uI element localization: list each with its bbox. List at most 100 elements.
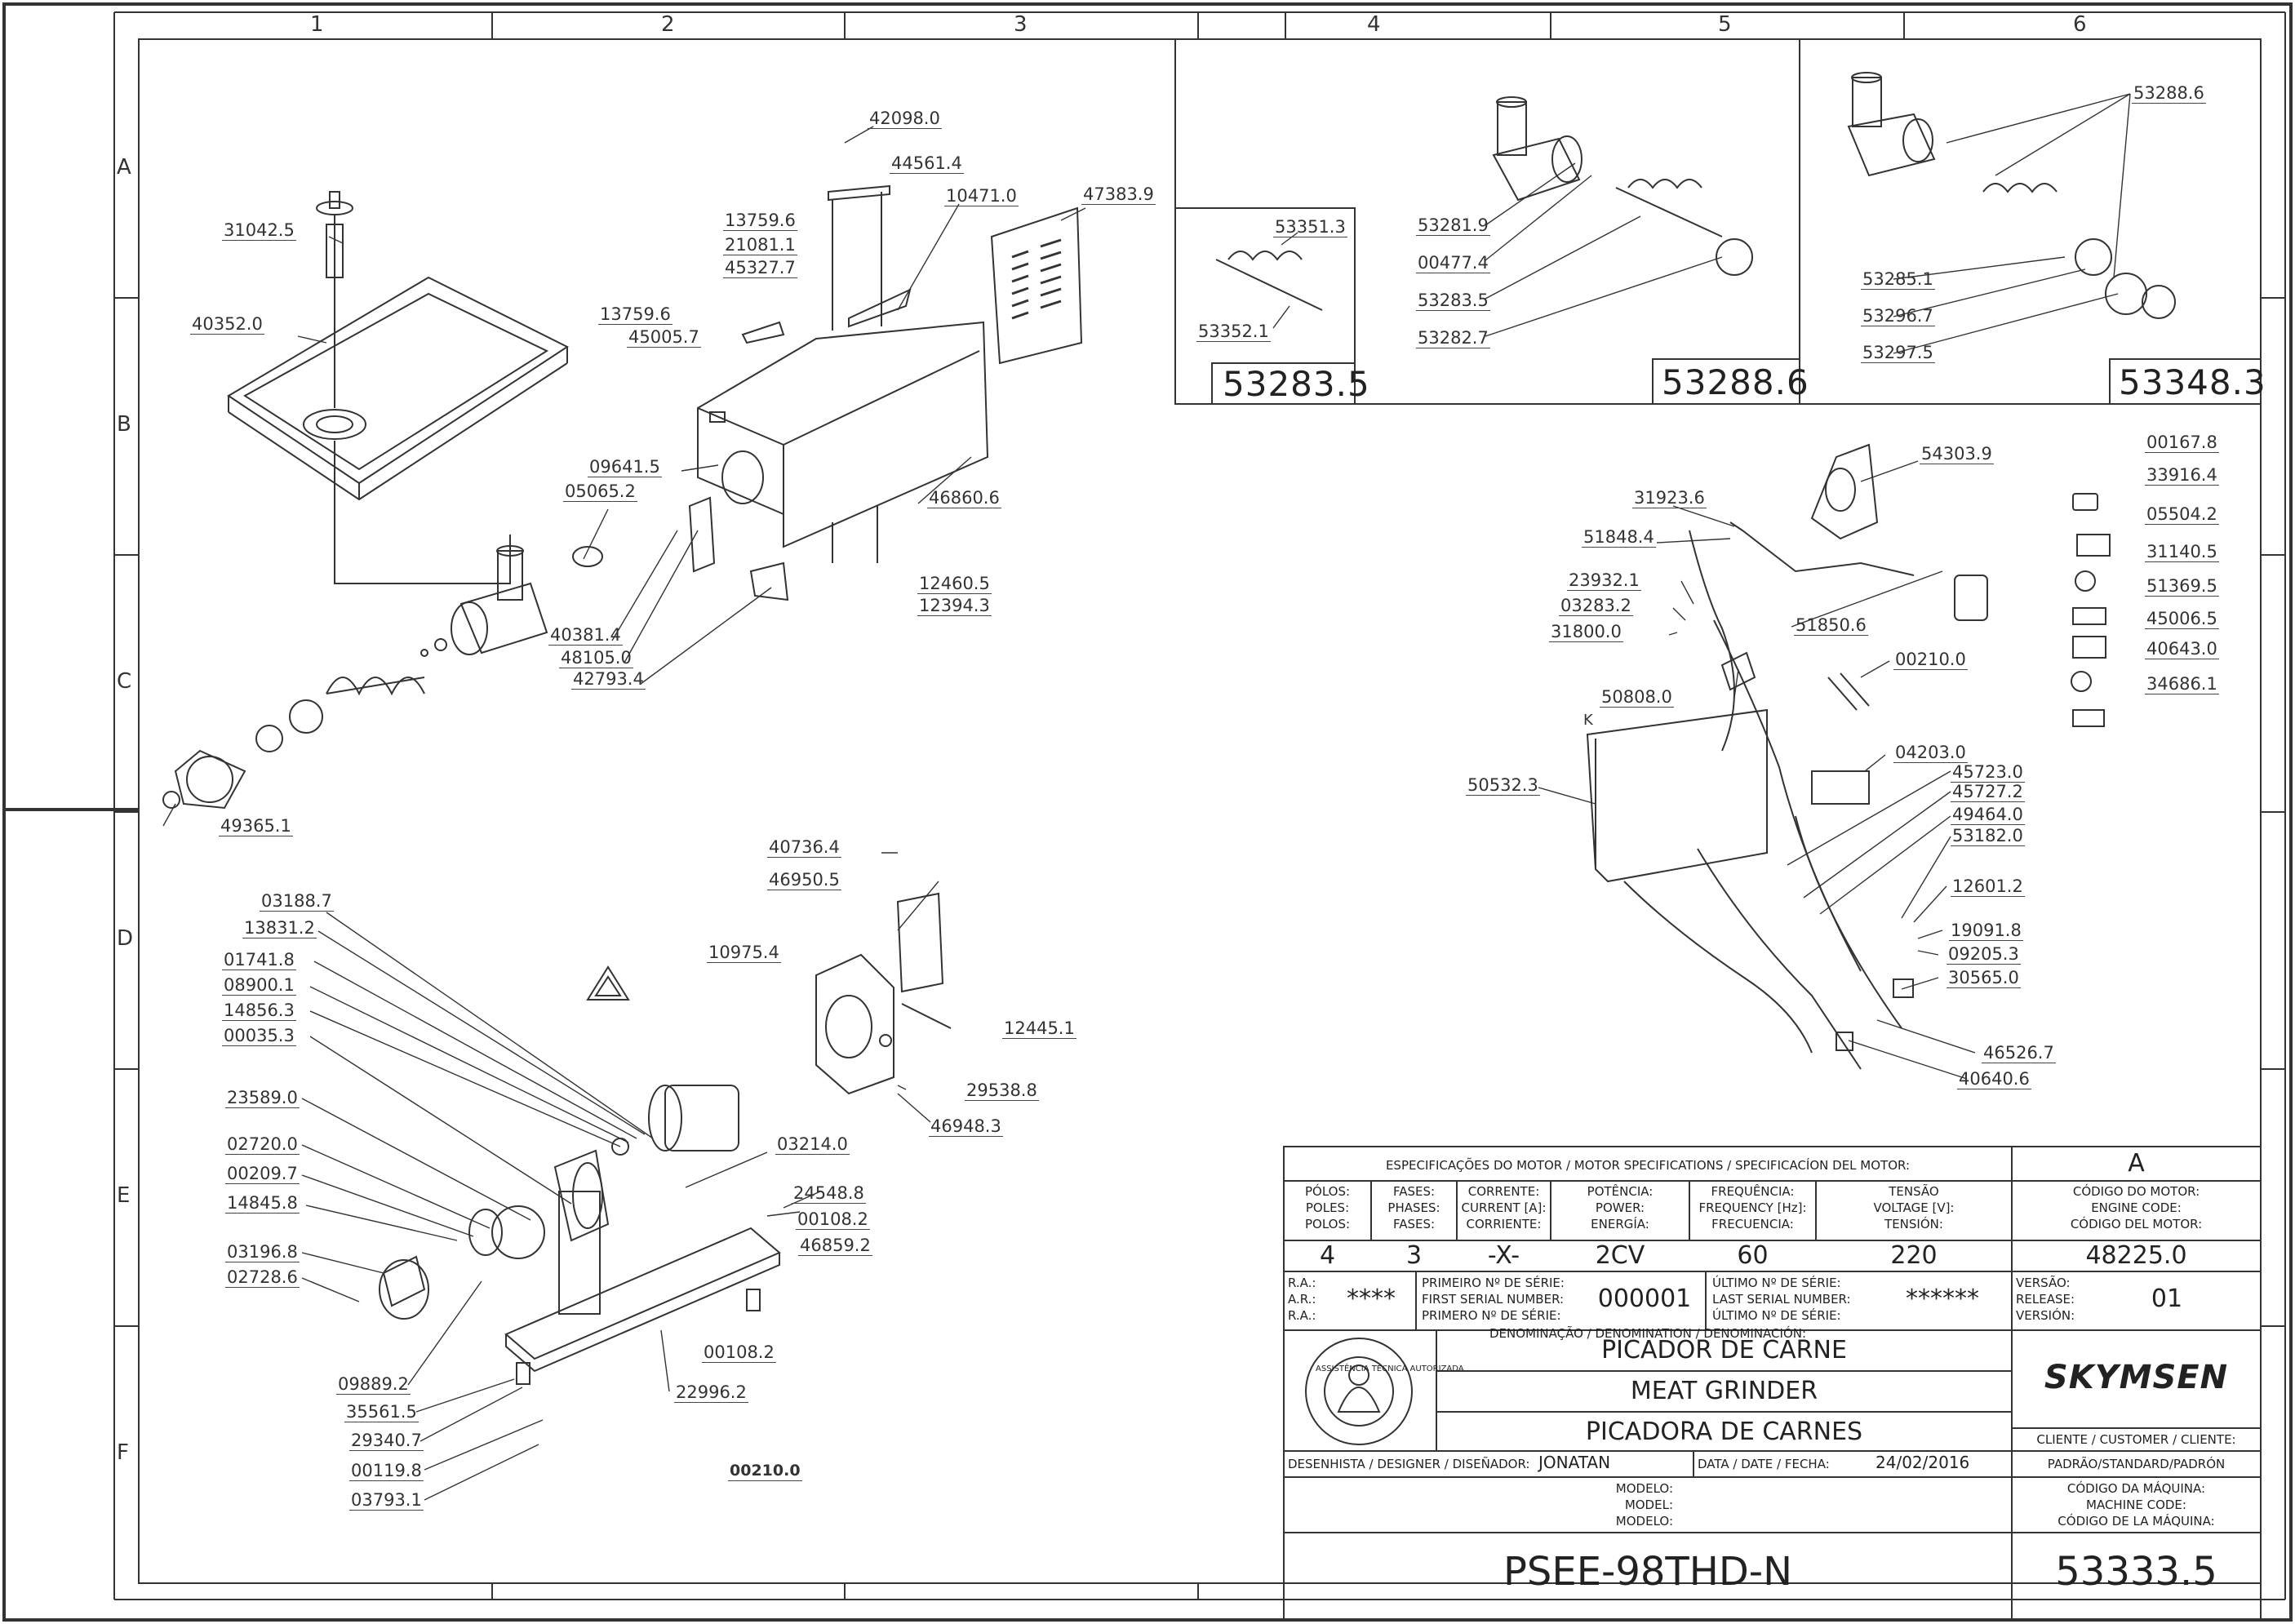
grid-row-d: D [117, 926, 134, 951]
part-label: 53296.7 [1861, 306, 1935, 326]
motor-spec-header: ESPECIFICAÇÕES DO MOTOR / MOTOR SPECIFIC… [1385, 1158, 1911, 1173]
engine-code-value: 48225.0 [2085, 1241, 2187, 1270]
part-label: 42098.0 [868, 109, 942, 129]
grid-row-f: F [117, 1440, 129, 1465]
part-label: 53285.1 [1861, 269, 1935, 290]
part-label: 09205.3 [1947, 944, 2021, 965]
part-label: 01741.8 [222, 950, 296, 970]
poles-header: PÓLOS:POLES:POLOS: [1304, 1184, 1351, 1231]
part-label: 02728.6 [225, 1267, 300, 1288]
authorized-service-seal: ASSISTÊNCIA TÉCNICA AUTORIZADA [1316, 1364, 1464, 1373]
part-label: 51850.6 [1794, 615, 1868, 636]
part-label: 40381.4 [548, 625, 623, 646]
last-serial-value: ****** [1906, 1285, 1979, 1313]
part-label: 47383.9 [1081, 184, 1156, 205]
part-label: 45005.7 [627, 327, 701, 348]
part-label: 51369.5 [2145, 576, 2219, 597]
grid-col-1: 1 [310, 12, 324, 37]
part-label: 42793.4 [571, 669, 646, 690]
revision-letter: A [2128, 1149, 2145, 1178]
housing-body [688, 184, 989, 601]
part-label: 10471.0 [944, 186, 1019, 206]
client-value: PADRÃO/STANDARD/PADRÓN [2047, 1457, 2226, 1471]
part-label: 53281.9 [1416, 215, 1490, 236]
part-label: 22996.2 [674, 1382, 748, 1403]
part-label: 53352.1 [1196, 322, 1271, 342]
part-label: 10975.4 [707, 943, 781, 963]
part-label: 03793.1 [349, 1490, 424, 1511]
part-label: 12394.3 [917, 596, 992, 616]
product-name-en: MEAT GRINDER [1630, 1377, 1818, 1405]
part-label: 12445.1 [1002, 1018, 1076, 1039]
part-label: 00210.0 [1893, 650, 1968, 670]
part-label: 31800.0 [1549, 622, 1623, 642]
part-label: 05504.2 [2145, 504, 2219, 525]
part-label: 35561.5 [344, 1402, 419, 1422]
part-label: 09889.2 [336, 1374, 411, 1395]
ra-value: **** [1347, 1285, 1396, 1313]
designer-value: JONATAN [1538, 1453, 1611, 1472]
part-label: 40643.0 [2145, 639, 2219, 659]
machine-code-value: 53333.5 [2055, 1549, 2217, 1595]
denomination-header: DENOMINAÇÃO / DENOMINATION / DENOMINACIÓ… [1489, 1326, 1807, 1341]
part-label: 45727.2 [1951, 782, 2025, 802]
part-label: 53182.0 [1951, 826, 2025, 846]
part-label: 30565.0 [1947, 968, 2021, 988]
first-serial-value: 000001 [1597, 1285, 1692, 1313]
part-label: 50532.3 [1466, 775, 1540, 796]
part-label: 48105.0 [559, 648, 633, 668]
part-label: 34686.1 [2145, 674, 2219, 694]
product-name-pt: PICADOR DE CARNE [1601, 1336, 1847, 1364]
part-label: 50808.0 [1600, 687, 1674, 708]
part-label: 00477.4 [1416, 253, 1490, 273]
part-label: 24548.8 [792, 1183, 866, 1204]
part-label: 31042.5 [222, 220, 296, 241]
part-label: 31140.5 [2145, 542, 2219, 562]
part-label: 13759.6 [598, 304, 673, 325]
grid-row-b: B [117, 412, 131, 437]
designer-label: DESENHISTA / DESIGNER / DISEÑADOR: [1288, 1457, 1530, 1471]
ra-labels: R.A.:A.R.:R.A.: [1288, 1276, 1316, 1323]
part-label: 53288.6 [2132, 83, 2206, 104]
part-label: 49464.0 [1951, 805, 2025, 825]
date-label: DATA / DATE / FECHA: [1698, 1457, 1830, 1471]
title-block-grid [1283, 1146, 2262, 1621]
detail-parts [1215, 72, 2176, 319]
part-label: 31923.6 [1632, 488, 1707, 508]
leader-lines [162, 93, 2131, 1501]
part-label: 00119.8 [349, 1461, 424, 1481]
version-labels: VERSÃO:RELEASE:VERSIÓN: [2016, 1276, 2075, 1323]
part-label: 02720.0 [225, 1134, 300, 1155]
client-header: CLIENTE / CUSTOMER / CLIENTE: [2036, 1432, 2236, 1447]
poles-value: 4 [1319, 1241, 1336, 1270]
detail-code: 53283.5 [1223, 364, 1370, 404]
part-label: 53297.5 [1861, 343, 1935, 363]
part-label: 29340.7 [349, 1431, 424, 1451]
product-name-es: PICADORA DE CARNES [1585, 1418, 1863, 1446]
part-label: 21081.1 [723, 235, 797, 255]
last-serial-labels: ÚLTIMO Nº DE SÉRIE:LAST SERIAL NUMBER:ÚL… [1712, 1276, 1851, 1323]
part-label: 40736.4 [767, 837, 841, 858]
frequency-value: 60 [1737, 1241, 1769, 1270]
motor-assembly [379, 892, 952, 1385]
part-label: 46860.6 [927, 488, 1001, 508]
grid-col-6: 6 [2073, 12, 2087, 37]
grid-col-4: 4 [1367, 12, 1381, 37]
current-header: CORRENTE:CURRENT [A]:CORRIENTE: [1461, 1184, 1547, 1231]
k-letter: K [1583, 712, 1593, 729]
part-label: 03283.2 [1559, 596, 1633, 616]
part-label: 23589.0 [225, 1088, 300, 1108]
side-panel [990, 206, 1083, 365]
part-label: 00108.2 [796, 1209, 870, 1230]
part-label: 46948.3 [929, 1116, 1003, 1137]
grid-col-5: 5 [1718, 12, 1732, 37]
engine-code-header: CÓDIGO DO MOTOR:ENGINE CODE:CÓDIGO DEL M… [2070, 1184, 2203, 1231]
part-label: 00035.3 [222, 1026, 296, 1046]
part-label: 40352.0 [190, 314, 264, 335]
power-header: POTÊNCIA:POWER:ENERGÍA: [1587, 1184, 1654, 1231]
frequency-header: FREQUÊNCIA:FREQUENCY [Hz]:FRECUENCIA: [1698, 1184, 1807, 1231]
part-label: 46950.5 [767, 870, 841, 890]
model-value: PSEE-98THD-N [1503, 1549, 1793, 1595]
part-label: 00108.2 [702, 1342, 776, 1363]
